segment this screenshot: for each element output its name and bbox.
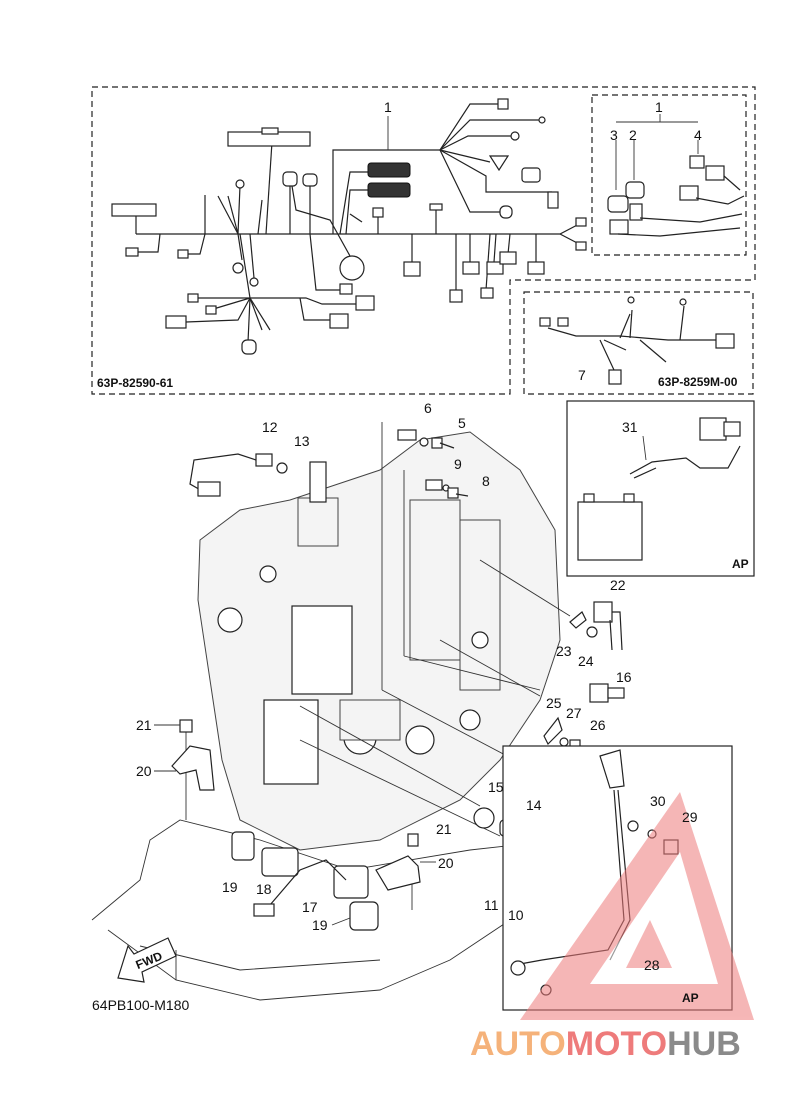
harness-sub-code: 63P-8259M-00 xyxy=(658,375,738,389)
watermark-logo xyxy=(520,792,754,1020)
callout-16: 16 xyxy=(616,669,632,685)
switch-assembly xyxy=(231,831,535,931)
callout-31: 31 xyxy=(622,419,638,435)
callout-7: 7 xyxy=(578,367,586,383)
sub-harness xyxy=(539,296,735,385)
harness-main-code: 63P-82590-61 xyxy=(97,376,173,390)
callout-23: 23 xyxy=(556,643,572,659)
callout-28: 28 xyxy=(644,957,660,973)
callout-6: 6 xyxy=(424,400,432,416)
engine-block xyxy=(197,431,561,851)
callout-25: 25 xyxy=(546,695,562,711)
callout-2: 2 xyxy=(629,127,637,143)
bolts-upper xyxy=(397,429,469,499)
callout-19b: 19 xyxy=(312,917,328,933)
bracket-left xyxy=(171,719,215,791)
fwd-arrow-icon xyxy=(117,937,177,983)
callout-3: 3 xyxy=(610,127,618,143)
callout-9: 9 xyxy=(454,456,462,472)
sensor-22-16 xyxy=(543,601,625,751)
watermark-moto: MOTO xyxy=(566,1025,667,1063)
callout-18: 18 xyxy=(256,881,272,897)
watermark-hub: HUB xyxy=(667,1025,741,1063)
callout-17: 17 xyxy=(302,899,318,915)
callout-5: 5 xyxy=(458,415,466,431)
callout-22: 22 xyxy=(610,577,626,593)
main-harness xyxy=(111,98,587,355)
battery-cable-group xyxy=(577,417,741,561)
sensor-12 xyxy=(189,453,288,497)
drawing-code: 64PB100-M180 xyxy=(92,997,190,1013)
callout-12: 12 xyxy=(262,419,278,435)
watermark-text: AUTOMOTOHUB xyxy=(470,1025,741,1063)
subparts-frame xyxy=(591,94,747,256)
callout-24: 24 xyxy=(578,653,594,669)
callout-26: 26 xyxy=(590,717,606,733)
callout-27: 27 xyxy=(566,705,582,721)
sub-harness-frame xyxy=(523,291,754,395)
ap-label-bottom: AP xyxy=(682,991,699,1005)
callout-21b: 21 xyxy=(436,821,452,837)
ap-label-top: AP xyxy=(732,557,749,571)
callout-1a: 1 xyxy=(384,99,392,115)
callout-10: 10 xyxy=(508,907,524,923)
leader-lines xyxy=(185,422,603,910)
callout-13: 13 xyxy=(294,433,310,449)
callout-21a: 21 xyxy=(136,717,152,733)
callout-20a: 20 xyxy=(136,763,152,779)
callout-29: 29 xyxy=(682,809,698,825)
callout-15: 15 xyxy=(488,779,504,795)
watermark-auto: AUTO xyxy=(470,1025,566,1063)
callout-11: 11 xyxy=(484,897,499,913)
callout-4: 4 xyxy=(694,127,702,143)
harness-frame xyxy=(91,86,756,395)
callout-1b: 1 xyxy=(655,99,663,115)
callout-14: 14 xyxy=(526,797,542,813)
callout-30: 30 xyxy=(650,793,666,809)
callout-20b: 20 xyxy=(438,855,454,871)
callout-8: 8 xyxy=(482,473,490,489)
callout-19a: 19 xyxy=(222,879,238,895)
subparts-group xyxy=(607,114,745,237)
